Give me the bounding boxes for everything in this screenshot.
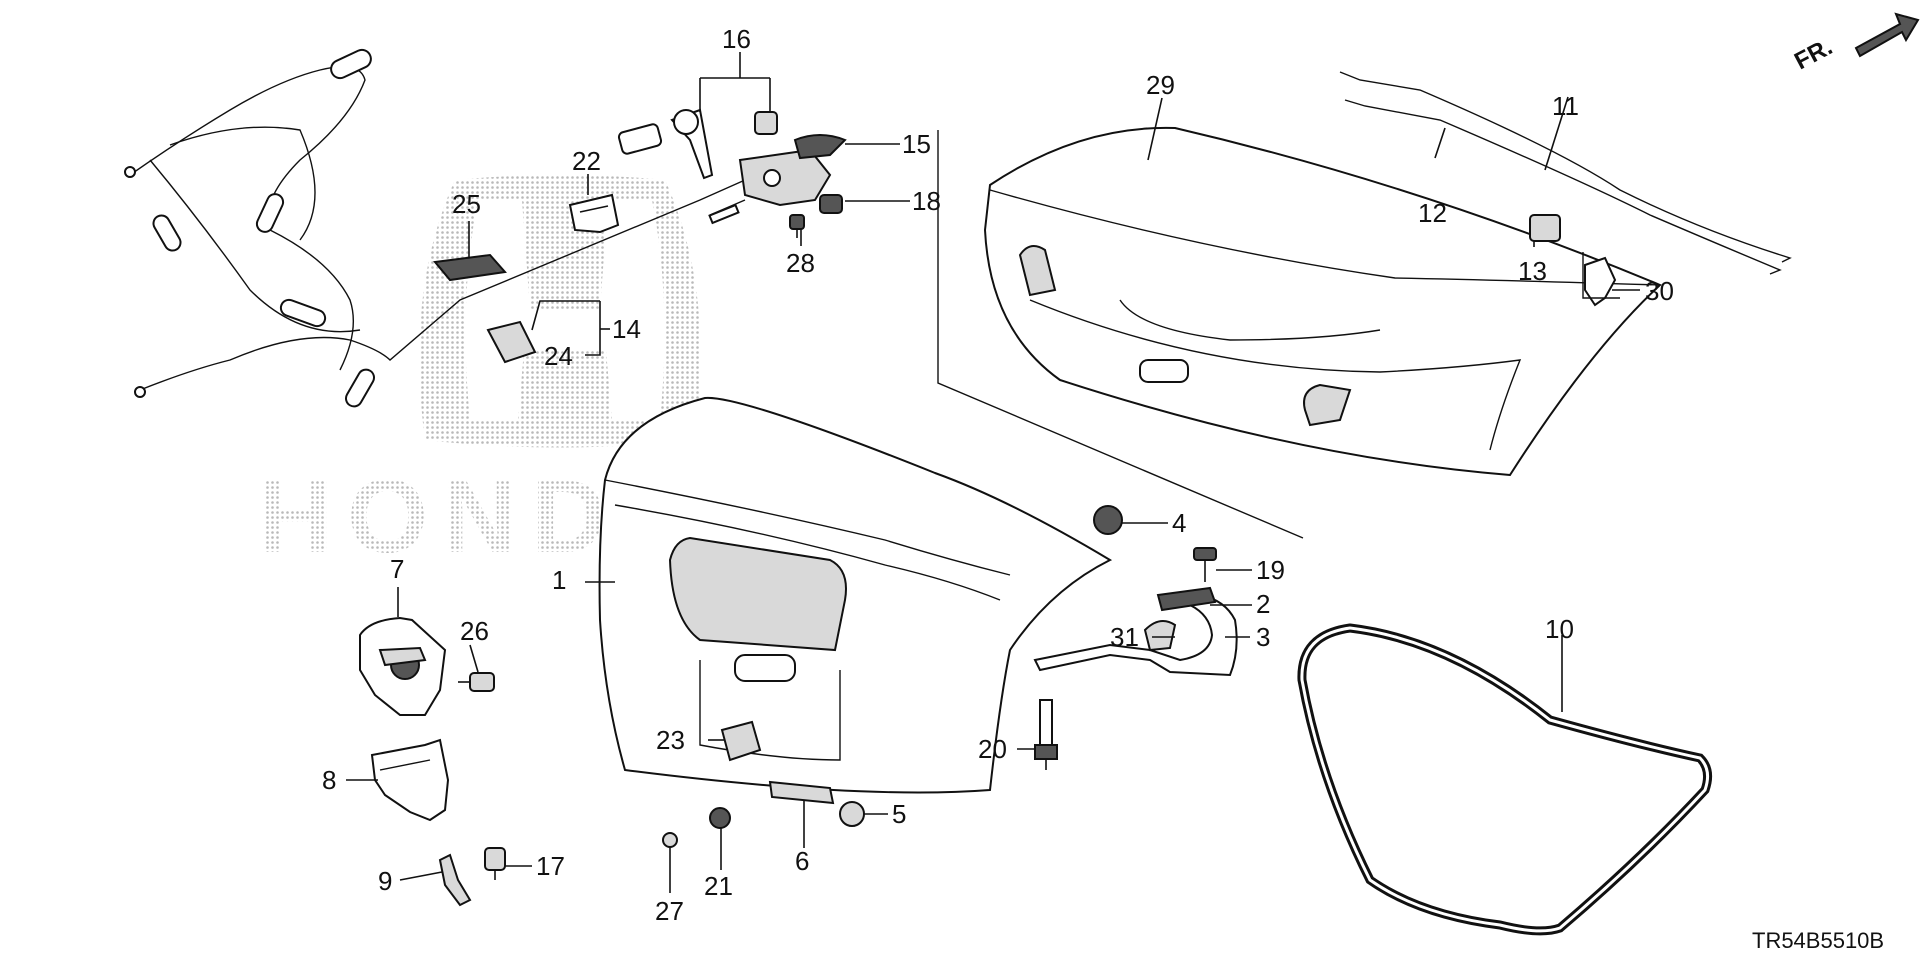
front-direction-label: FR.: [1790, 33, 1837, 75]
latch-assembly-7: [359, 616, 447, 716]
nut-5: [839, 801, 865, 827]
callout-22: 22: [572, 146, 601, 176]
callout-27: 27: [655, 896, 684, 926]
cover-8: [370, 738, 450, 822]
trunk-lid-assembly-29: [937, 126, 1662, 539]
callout-12: 12: [1418, 198, 1447, 228]
callout-13: 13: [1518, 256, 1547, 286]
bolt-19: [1193, 547, 1217, 582]
bolt-26: [458, 672, 495, 692]
clip-30: [1582, 252, 1620, 307]
callout-17: 17: [536, 851, 565, 881]
callout-20: 20: [978, 734, 1007, 764]
bolt-18: [819, 194, 843, 214]
bolt-17: [484, 847, 506, 880]
callout-7: 7: [390, 554, 404, 584]
bracket-9: [438, 853, 472, 907]
grommet-4: [1093, 505, 1123, 535]
callout-6: 6: [795, 846, 809, 876]
clip-13: [1529, 214, 1561, 242]
clip-22: [568, 193, 620, 234]
key-cylinder-set: [617, 108, 778, 180]
callout-16: 16: [722, 24, 751, 54]
weatherstrip-10: [1297, 623, 1713, 936]
clip-24: [486, 320, 537, 364]
callout-21: 21: [704, 871, 733, 901]
callout-11: 11: [1552, 91, 1579, 121]
trunk-latch: [738, 134, 847, 207]
trunk-opener-cable: [124, 48, 746, 408]
front-arrow-icon: [1854, 12, 1920, 58]
stud-20: [1034, 699, 1058, 770]
callout-28: 28: [786, 248, 815, 278]
callout-18: 18: [912, 186, 941, 216]
callout-30: 30: [1645, 276, 1674, 306]
screw-27: [662, 832, 678, 868]
bolt-28: [789, 214, 805, 238]
callout-5: 5: [892, 799, 906, 829]
callout-31: 31: [1110, 622, 1139, 652]
callout-2: 2: [1256, 589, 1270, 619]
front-direction-indicator: FR.: [1790, 12, 1920, 75]
callout-9: 9: [378, 866, 392, 896]
callout-15: 15: [902, 129, 931, 159]
callout-10: 10: [1545, 614, 1574, 644]
clip-21: [709, 807, 731, 829]
callout-26: 26: [460, 616, 489, 646]
trunk-hinge: [1033, 586, 1238, 677]
torsion-bars: [1339, 71, 1792, 275]
leader-lines: [346, 52, 1640, 893]
callout-1: 1: [552, 565, 566, 595]
diagram-code: TR54B5510B: [1752, 928, 1884, 953]
callout-labels: 1 2 3 4 5 6 7 8 9 10 11 12 13 14 15 16 1…: [322, 24, 1674, 926]
callout-3: 3: [1256, 622, 1270, 652]
switch-23: [720, 720, 762, 762]
emblem-6: [768, 780, 835, 805]
callout-14: 14: [612, 314, 641, 344]
callout-24: 24: [544, 341, 573, 371]
callout-4: 4: [1172, 508, 1186, 538]
callout-8: 8: [322, 765, 336, 795]
trunk-lid-1: [598, 396, 1113, 794]
callout-29: 29: [1146, 70, 1175, 100]
pad-25: [433, 253, 507, 282]
callout-19: 19: [1256, 555, 1285, 585]
callout-23: 23: [656, 725, 685, 755]
callout-25: 25: [452, 189, 481, 219]
